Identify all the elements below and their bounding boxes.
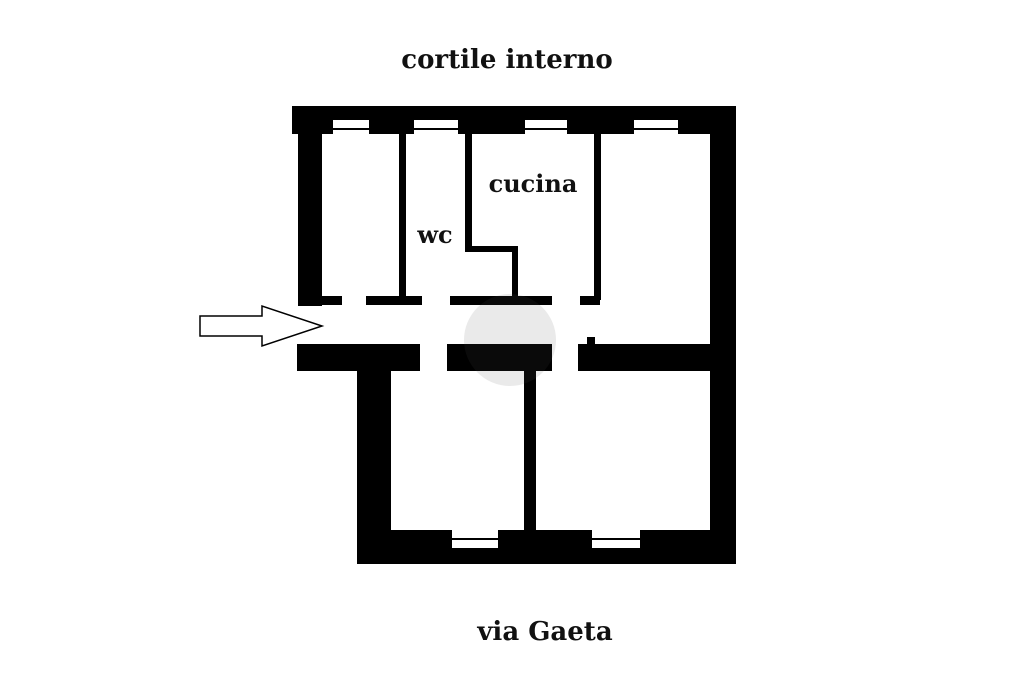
wall-corridor-south-2 — [447, 344, 552, 371]
walls — [292, 106, 736, 564]
wall-right — [710, 106, 736, 564]
label-kitchen: cucina — [489, 169, 578, 198]
wall-corridor-north-4 — [580, 296, 600, 305]
label-courtyard: cortile interno — [401, 45, 613, 75]
wall-stub — [587, 337, 595, 347]
partition-lower-rooms — [524, 370, 536, 532]
partition-room1-wc — [399, 134, 406, 300]
wall-left-upper — [298, 106, 322, 306]
wall-corridor-north-2 — [366, 296, 422, 305]
wall-bottom — [357, 530, 736, 564]
label-street: via Gaeta — [476, 617, 612, 647]
windows-bottom — [452, 530, 640, 548]
windows-top — [333, 120, 678, 138]
wall-corridor-north-3 — [450, 296, 552, 305]
partition-wc-kitchen — [465, 134, 472, 252]
watermark-logo — [464, 294, 556, 386]
wall-corridor-south-1 — [297, 344, 420, 371]
entrance-arrow-icon — [199, 304, 325, 348]
wall-corridor-north-1 — [320, 296, 342, 305]
label-bathroom: wc — [416, 220, 452, 249]
partition-wc-step-down — [512, 246, 518, 300]
partition-kitchen-room4 — [594, 134, 601, 300]
wall-left-lower — [357, 345, 391, 564]
wall-corridor-south-3 — [578, 344, 714, 371]
partition-wc-step — [465, 246, 517, 252]
